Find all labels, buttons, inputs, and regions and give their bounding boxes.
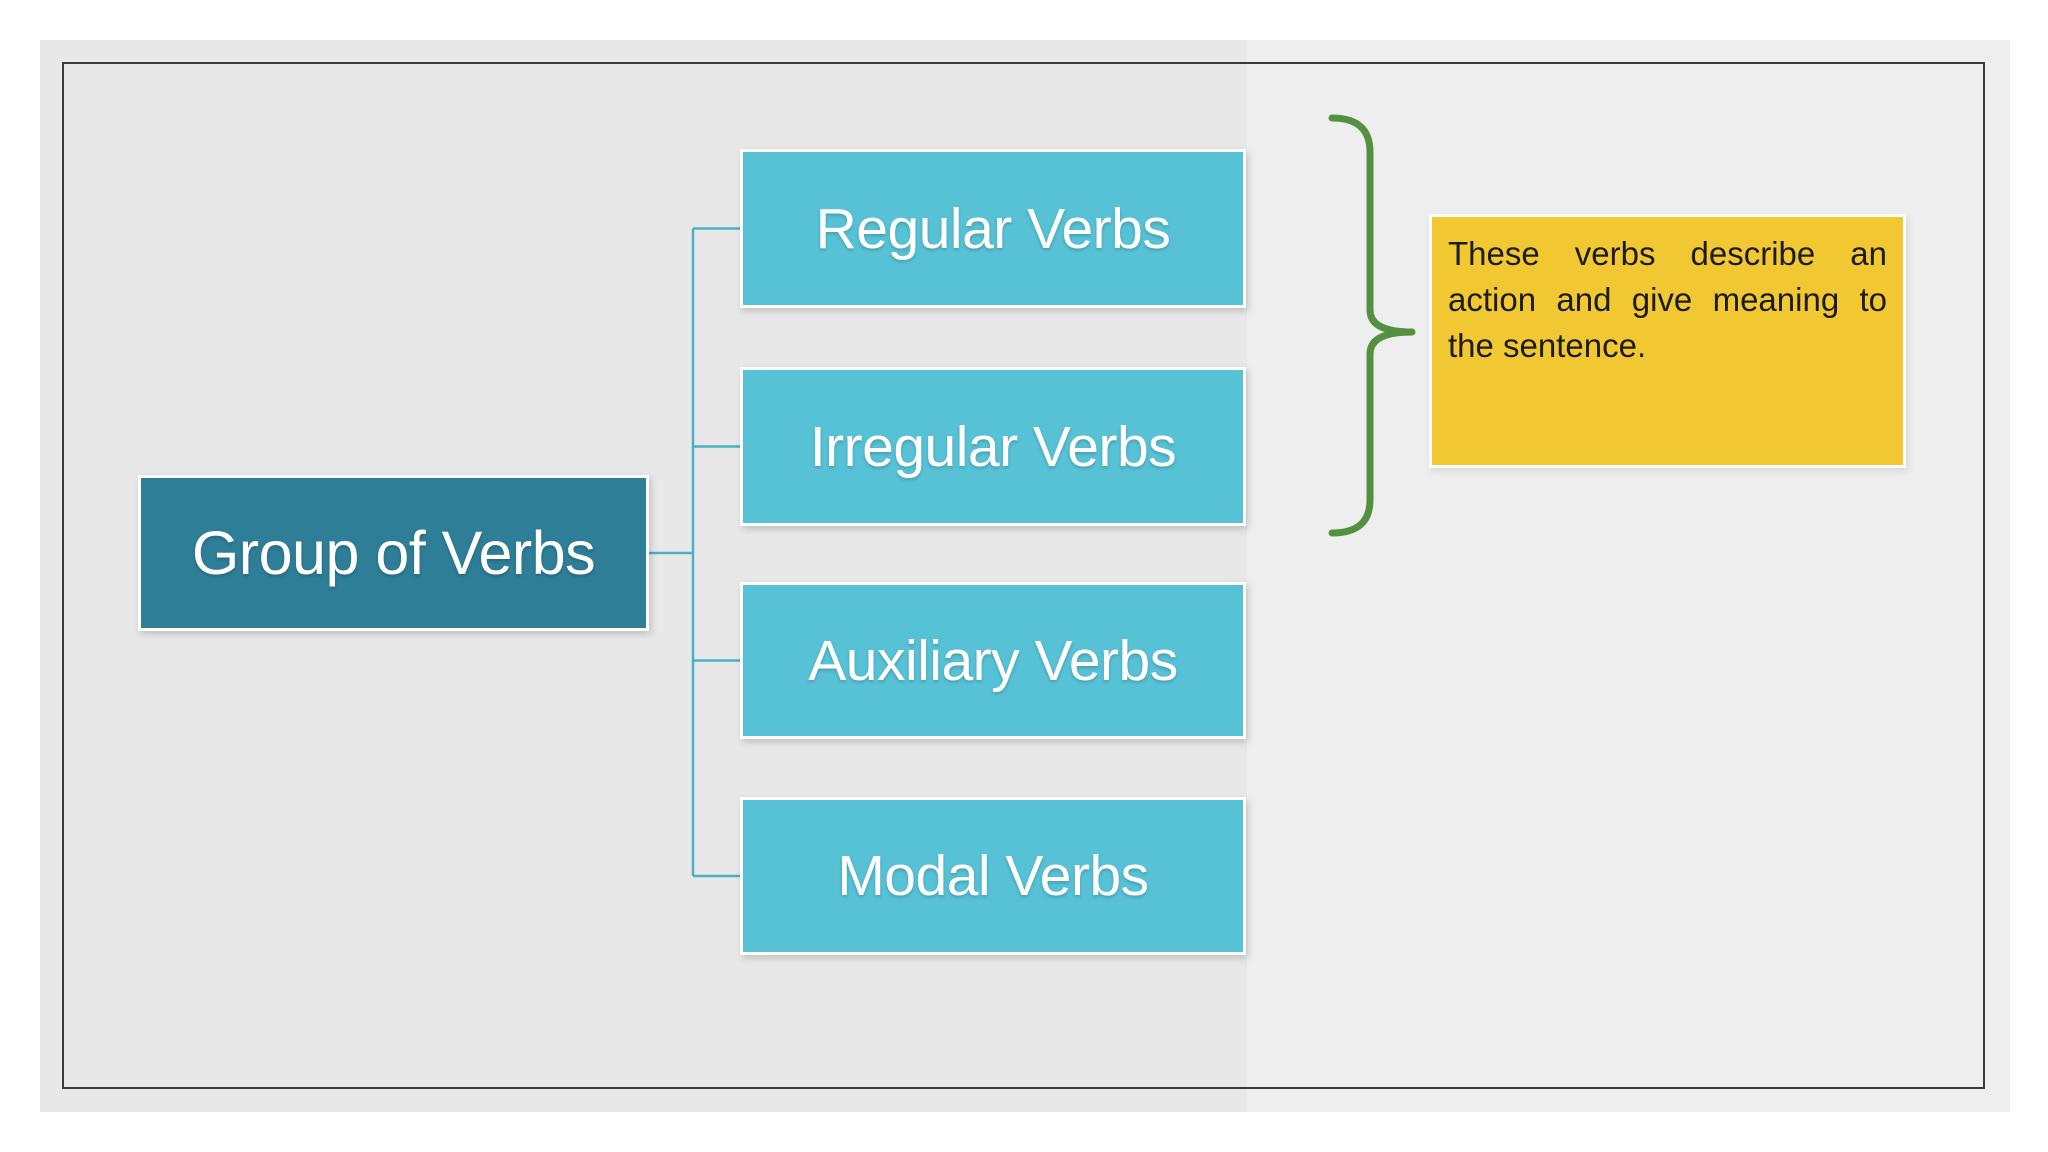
node-auxiliary-verbs[interactable]: Auxiliary Verbs	[740, 582, 1246, 739]
node-irregular-verbs[interactable]: Irregular Verbs	[740, 367, 1246, 526]
note-callout-text: These verbs describe an action and give …	[1448, 235, 1887, 364]
node-modal-verbs-label: Modal Verbs	[837, 844, 1149, 908]
node-irregular-verbs-label: Irregular Verbs	[809, 414, 1177, 479]
slide-background: Group of Verbs Regular Verbs Irregular V…	[40, 40, 2010, 1112]
node-group-of-verbs[interactable]: Group of Verbs	[138, 475, 649, 631]
node-regular-verbs[interactable]: Regular Verbs	[740, 149, 1246, 308]
node-modal-verbs[interactable]: Modal Verbs	[740, 797, 1246, 955]
curly-brace	[1328, 114, 1416, 537]
note-callout[interactable]: These verbs describe an action and give …	[1429, 214, 1906, 468]
node-regular-verbs-label: Regular Verbs	[815, 196, 1171, 261]
node-group-of-verbs-label: Group of Verbs	[191, 519, 596, 587]
node-auxiliary-verbs-label: Auxiliary Verbs	[808, 628, 1178, 693]
connector-lines	[645, 227, 741, 878]
curly-brace-path	[1328, 114, 1416, 537]
